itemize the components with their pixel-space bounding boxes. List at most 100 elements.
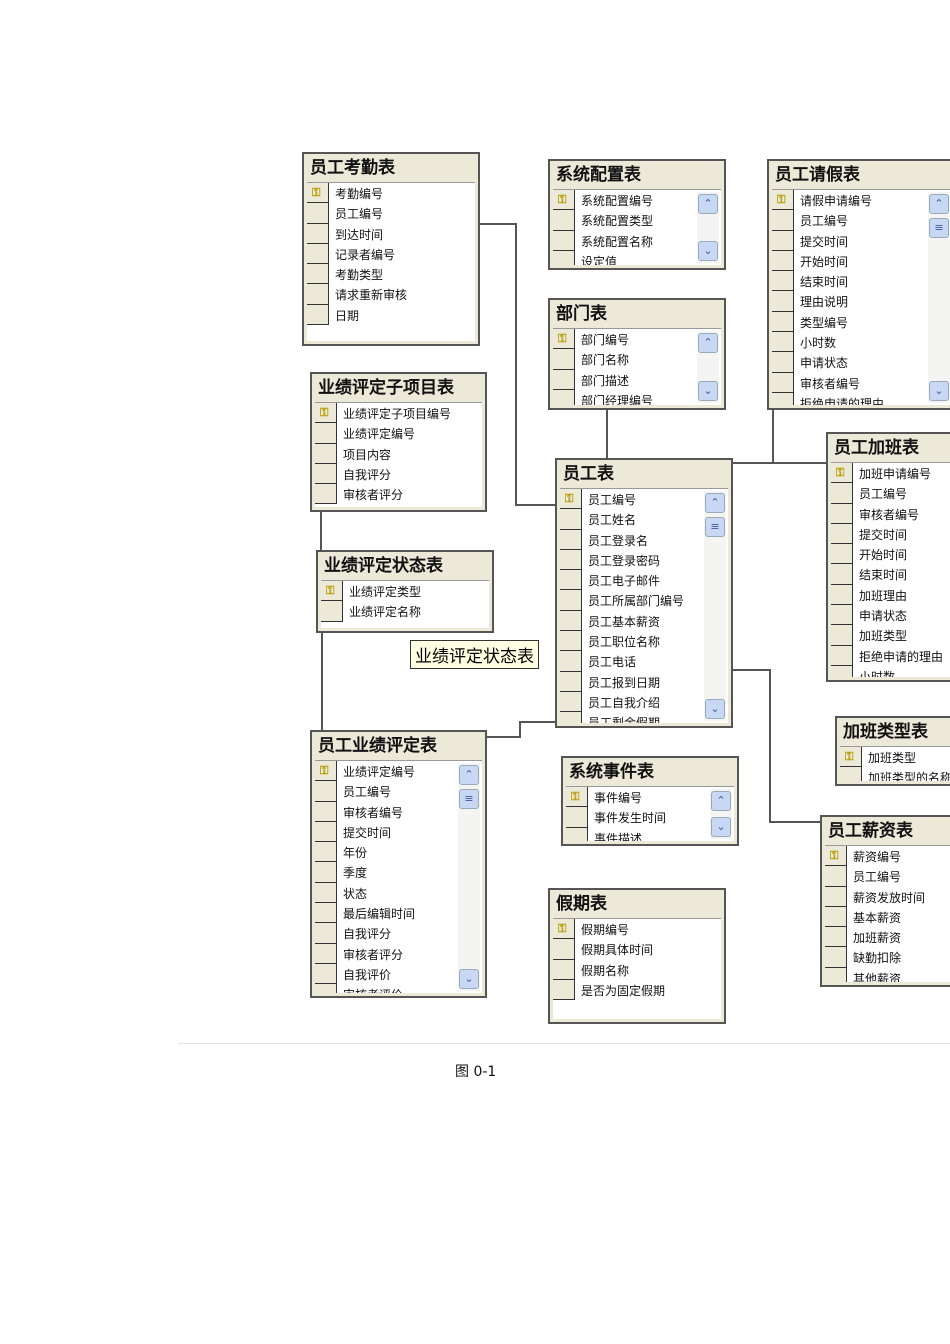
field-row[interactable]: ⚿加班类型 [840, 747, 950, 768]
row-selector[interactable] [315, 403, 337, 424]
table-attendance[interactable]: 员工考勤表⚿考勤编号员工编号到达时间记录者编号考勤类型请求重新审核日期 [302, 152, 480, 346]
row-selector[interactable] [315, 781, 337, 802]
row-selector[interactable] [825, 967, 847, 982]
row-selector[interactable] [553, 190, 575, 211]
row-selector[interactable] [315, 801, 337, 822]
row-selector[interactable] [315, 963, 337, 985]
field-row[interactable]: 业绩评定名称 [321, 601, 489, 622]
field-row[interactable]: 员工编号 [772, 210, 950, 231]
field-row[interactable]: 加班理由 [831, 584, 950, 606]
row-selector[interactable] [553, 369, 575, 390]
field-row[interactable]: 员工编号 [307, 203, 475, 224]
field-row[interactable]: 审核者编号 [831, 503, 950, 524]
field-row[interactable]: 提交时间 [315, 821, 482, 843]
row-selector[interactable] [315, 923, 337, 944]
row-selector[interactable] [772, 372, 794, 393]
row-selector[interactable] [772, 250, 794, 272]
scrollbar[interactable]: ⌃⌄ [710, 789, 732, 839]
row-selector[interactable] [831, 483, 853, 504]
field-row[interactable]: 员工所属部门编号 [560, 590, 728, 611]
chevron-up-icon[interactable]: ⌃ [698, 194, 718, 214]
row-selector[interactable] [315, 484, 337, 505]
table-perf-review[interactable]: 员工业绩评定表⚿业绩评定编号员工编号审核者编号提交时间年份季度状态最后编辑时间自… [310, 730, 487, 998]
row-selector[interactable] [825, 906, 847, 928]
field-row[interactable]: 是否为固定假期 [553, 979, 721, 1001]
row-selector[interactable] [321, 581, 343, 602]
field-row[interactable]: ⚿薪资编号 [825, 846, 950, 867]
row-selector[interactable] [772, 332, 794, 353]
field-row[interactable]: 员工报到日期 [560, 671, 728, 692]
row-selector[interactable] [315, 463, 337, 485]
field-row[interactable]: 员工编号 [831, 483, 950, 504]
row-selector[interactable] [307, 223, 329, 244]
table-employee[interactable]: 员工表⚿员工编号员工姓名员工登录名员工登录密码员工电子邮件员工所属部门编号员工基… [555, 458, 733, 728]
field-row[interactable]: 申请状态 [772, 352, 950, 373]
row-selector[interactable] [553, 210, 575, 231]
row-selector[interactable] [560, 529, 582, 550]
field-row[interactable]: ⚿业绩评定类型 [321, 581, 489, 602]
row-selector[interactable] [831, 625, 853, 646]
row-selector[interactable] [315, 943, 337, 964]
field-row[interactable]: 事件发生时间 [566, 807, 734, 828]
row-selector[interactable] [315, 882, 337, 904]
row-selector[interactable] [307, 203, 329, 224]
row-selector[interactable] [553, 939, 575, 960]
field-row[interactable]: ⚿员工编号 [560, 489, 728, 510]
field-row[interactable]: ⚿加班申请编号 [831, 463, 950, 484]
field-row[interactable]: 员工登录名 [560, 529, 728, 550]
table-salary[interactable]: 员工薪资表⚿薪资编号员工编号薪资发放时间基本薪资加班薪资缺勤扣除其他薪资 [820, 815, 950, 987]
field-row[interactable]: 申请状态 [831, 605, 950, 626]
field-row[interactable]: 员工基本薪资 [560, 610, 728, 632]
field-row[interactable]: 系统配置名称 [553, 230, 721, 251]
chevron-up-icon[interactable]: ⌃ [459, 765, 479, 785]
chevron-up-icon[interactable]: ⌃ [705, 493, 725, 513]
row-selector[interactable] [560, 671, 582, 692]
row-selector[interactable] [560, 631, 582, 652]
row-selector[interactable] [772, 291, 794, 312]
field-row[interactable]: 员工职位名称 [560, 631, 728, 652]
chevron-up-icon[interactable]: ⌃ [698, 333, 718, 353]
row-selector[interactable] [560, 509, 582, 530]
field-row[interactable]: 小时数 [772, 332, 950, 353]
table-perf-subitem[interactable]: 业绩评定子项目表⚿业绩评定子项目编号业绩评定编号项目内容自我评分审核者评分 [310, 372, 487, 512]
chevron-down-icon[interactable]: ⌄ [698, 241, 718, 261]
row-selector[interactable] [566, 827, 588, 841]
table-leave[interactable]: 员工请假表⚿请假申请编号员工编号提交时间开始时间结束时间理由说明类型编号小时数申… [767, 159, 950, 410]
field-row[interactable]: 理由说明 [772, 291, 950, 312]
field-row[interactable]: 审核者评分 [315, 943, 482, 964]
field-row[interactable]: 状态 [315, 882, 482, 904]
row-selector[interactable] [825, 886, 847, 907]
row-selector[interactable] [566, 807, 588, 828]
field-row[interactable]: 开始时间 [772, 250, 950, 272]
field-row[interactable]: 部门经理编号 [553, 389, 721, 405]
field-row[interactable]: 提交时间 [831, 523, 950, 545]
row-selector[interactable] [560, 651, 582, 672]
field-row[interactable]: 审核者评价 [315, 984, 482, 993]
row-selector[interactable] [772, 230, 794, 251]
row-selector[interactable] [772, 392, 794, 405]
field-row[interactable]: 设定值 [553, 250, 721, 265]
field-row[interactable]: 请求重新审核 [307, 284, 475, 305]
field-row[interactable]: 部门描述 [553, 369, 721, 390]
row-selector[interactable] [772, 190, 794, 211]
chevron-up-icon[interactable]: ⌃ [929, 194, 949, 214]
scrollbar[interactable]: ⌃≡⌄ [458, 763, 480, 991]
row-selector[interactable] [315, 821, 337, 843]
field-row[interactable]: ⚿系统配置编号 [553, 190, 721, 211]
field-row[interactable]: 缺勤扣除 [825, 947, 950, 968]
table-perf-status[interactable]: 业绩评定状态表⚿业绩评定类型业绩评定名称 [316, 550, 494, 633]
row-selector[interactable] [566, 787, 588, 808]
row-selector[interactable] [553, 329, 575, 350]
row-selector[interactable] [831, 564, 853, 585]
row-selector[interactable] [560, 610, 582, 632]
chevron-down-icon[interactable]: ⌄ [705, 699, 725, 719]
field-row[interactable]: 员工姓名 [560, 509, 728, 530]
row-selector[interactable] [560, 712, 582, 723]
row-selector[interactable] [560, 590, 582, 611]
row-selector[interactable] [831, 463, 853, 484]
field-row[interactable]: 基本薪资 [825, 906, 950, 928]
row-selector[interactable] [772, 271, 794, 292]
field-row[interactable]: 员工自我介绍 [560, 691, 728, 713]
chevron-down-icon[interactable]: ⌄ [929, 381, 949, 401]
field-row[interactable]: 自我评分 [315, 923, 482, 944]
